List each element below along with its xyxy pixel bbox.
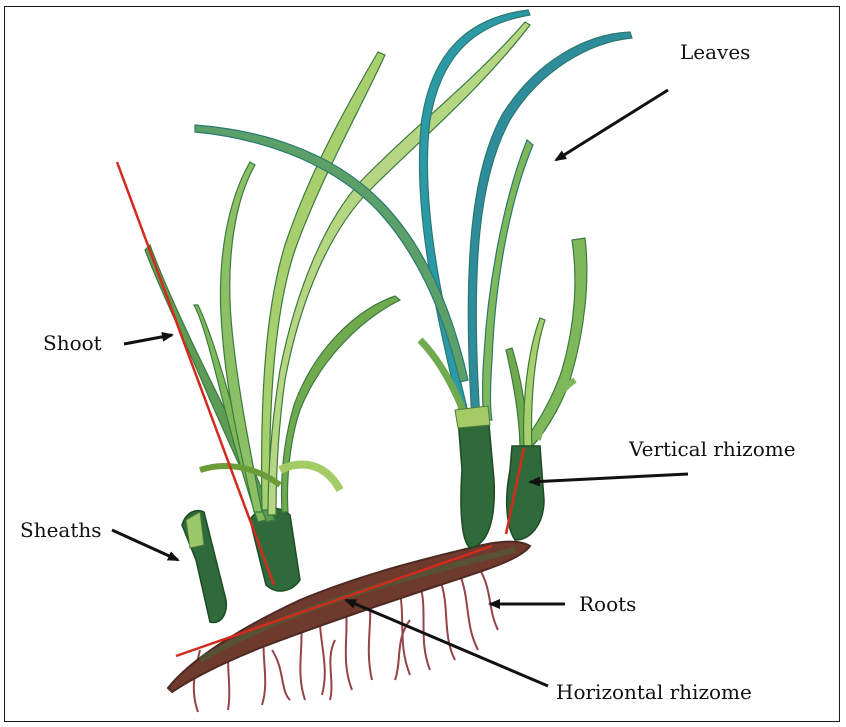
horizontal-rhizome-arrow <box>346 600 548 686</box>
vertical-rhizome-arrow <box>530 474 688 482</box>
vertical-rhizome-shoot <box>506 238 587 450</box>
roots-label: Roots <box>579 592 636 616</box>
shoot-arrow <box>124 335 172 344</box>
vertical-rhizome-sheath <box>507 446 544 540</box>
shoot-label: Shoot <box>43 331 102 355</box>
sheaths-label: Sheaths <box>20 518 102 542</box>
horizontal-rhizome-label: Horizontal rhizome <box>556 680 752 704</box>
middle-sheath <box>458 414 494 548</box>
leaves-arrow <box>556 90 668 160</box>
leaves-label: Leaves <box>680 40 750 64</box>
sheaths-arrow <box>112 530 178 560</box>
vertical-rhizome-label: Vertical rhizome <box>629 437 796 461</box>
